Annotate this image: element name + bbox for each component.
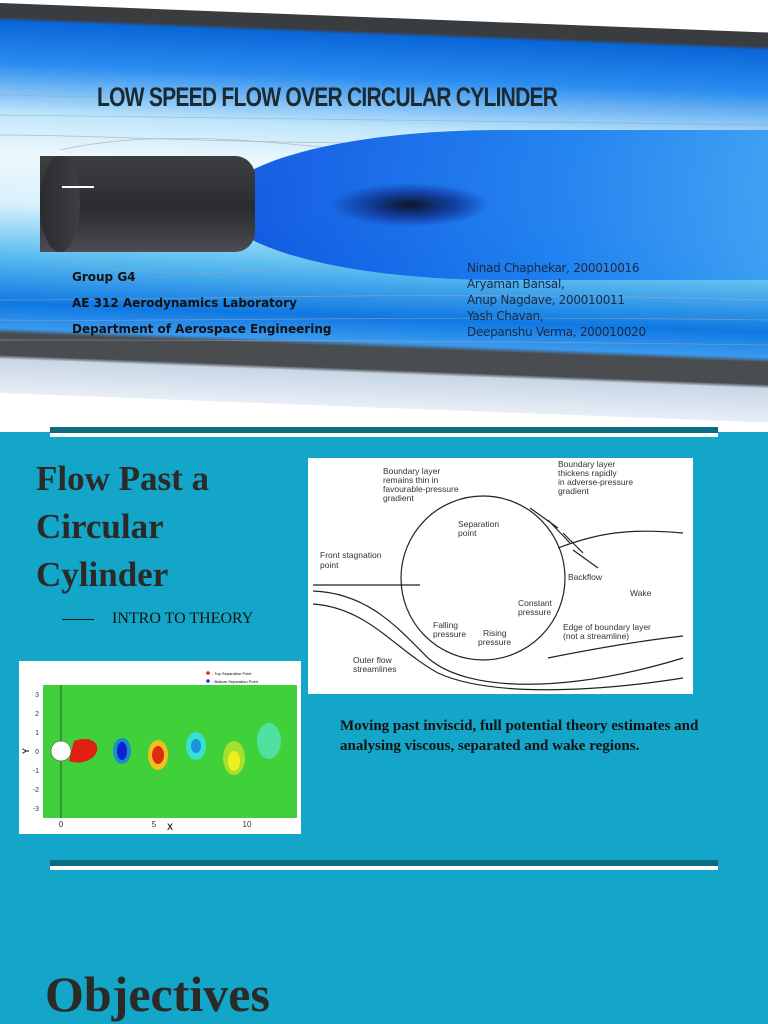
title-slide: LOW SPEED FLOW OVER CIRCULAR CYLINDER Gr… xyxy=(0,0,768,432)
cylinder xyxy=(50,740,72,762)
group-name: Group G4 xyxy=(72,270,136,284)
svg-text:Outer flow: Outer flow xyxy=(353,655,393,665)
svg-text:gradient: gradient xyxy=(383,493,414,503)
member: Anup Nagdave, 200010011 xyxy=(467,293,625,307)
svg-text:gradient: gradient xyxy=(558,486,589,496)
svg-text:Boundary layer: Boundary layer xyxy=(558,459,615,469)
svg-text:Front stagnation: Front stagnation xyxy=(320,550,382,560)
member: Yash Chavan, xyxy=(467,309,544,323)
svg-text:3: 3 xyxy=(35,692,39,699)
svg-text:Edge of boundary layer: Edge of boundary layer xyxy=(563,622,651,632)
dash-mark xyxy=(62,618,94,620)
svg-text:5: 5 xyxy=(152,820,157,829)
svg-text:(not a streamline): (not a streamline) xyxy=(563,631,629,641)
svg-text:in adverse-pressure: in adverse-pressure xyxy=(558,477,633,487)
heading-line: Circular xyxy=(36,507,164,546)
boundary-layer-diagram: Boundary layer remains thin in favourabl… xyxy=(308,458,693,694)
svg-text:pressure: pressure xyxy=(433,629,466,639)
svg-text:Backflow: Backflow xyxy=(568,572,603,582)
svg-text:Constant: Constant xyxy=(518,598,553,608)
department-name: Department of Aerospace Engineering xyxy=(72,322,332,336)
svg-text:10: 10 xyxy=(243,820,252,829)
svg-text:favourable-pressure: favourable-pressure xyxy=(383,484,459,494)
slide-title: LOW SPEED FLOW OVER CIRCULAR CYLINDER xyxy=(97,82,558,112)
member: Deepanshu Verma, 200010020 xyxy=(467,325,646,339)
member: Ninad Chaphekar, 200010016 xyxy=(467,261,640,275)
svg-text:-3: -3 xyxy=(33,806,39,813)
svg-text:- Bottom Separation Point: - Bottom Separation Point xyxy=(212,679,259,684)
svg-text:-1: -1 xyxy=(33,768,39,775)
slide-subtitle: INTRO TO THEORY xyxy=(62,610,253,628)
svg-text:Rising: Rising xyxy=(483,628,507,638)
svg-text:remains thin in: remains thin in xyxy=(383,475,439,485)
subtitle-text: INTRO TO THEORY xyxy=(112,610,254,627)
vortex-contour-plot: - Top Separation Point - Bottom Separati… xyxy=(19,661,301,834)
member: Aryaman Bansal, xyxy=(467,277,565,291)
svg-text:Separation: Separation xyxy=(458,519,499,529)
svg-text:point: point xyxy=(458,528,477,538)
svg-text:Boundary layer: Boundary layer xyxy=(383,466,440,476)
slide-heading: Flow Past a Circular Cylinder xyxy=(36,455,209,599)
svg-text:- Top Separation Point: - Top Separation Point xyxy=(212,671,252,676)
svg-text:streamlines: streamlines xyxy=(353,664,396,674)
svg-text:0: 0 xyxy=(59,820,64,829)
dash-mark xyxy=(62,186,94,188)
svg-text:point: point xyxy=(320,560,339,570)
slide-divider xyxy=(50,860,718,870)
course-name: AE 312 Aerodynamics Laboratory xyxy=(72,296,297,310)
svg-text:pressure: pressure xyxy=(518,607,551,617)
svg-text:Wake: Wake xyxy=(630,588,652,598)
heading-line: Cylinder xyxy=(36,555,169,594)
svg-text:X: X xyxy=(167,822,173,832)
svg-text:1: 1 xyxy=(35,730,39,737)
wake-region xyxy=(220,130,768,280)
svg-text:-2: -2 xyxy=(33,787,39,794)
heading-line: Flow Past a xyxy=(36,459,210,498)
objectives-heading: Objectives xyxy=(45,966,270,1022)
slide-divider xyxy=(50,427,718,437)
streamlines xyxy=(0,94,768,346)
svg-text:thickens rapidly: thickens rapidly xyxy=(558,468,617,478)
vortex xyxy=(257,723,281,759)
member-list: Ninad Chaphekar, 200010016 Aryaman Bansa… xyxy=(467,260,646,340)
cylinder-end xyxy=(40,156,80,252)
svg-text:Y: Y xyxy=(21,748,31,754)
svg-text:pressure: pressure xyxy=(478,637,511,647)
group-info: Group G4 AE 312 Aerodynamics Laboratory … xyxy=(72,270,331,348)
svg-text:Falling: Falling xyxy=(433,620,458,630)
svg-text:2: 2 xyxy=(35,711,39,718)
svg-text:0: 0 xyxy=(35,749,39,756)
slide-description: Moving past inviscid, full potential the… xyxy=(340,718,699,754)
